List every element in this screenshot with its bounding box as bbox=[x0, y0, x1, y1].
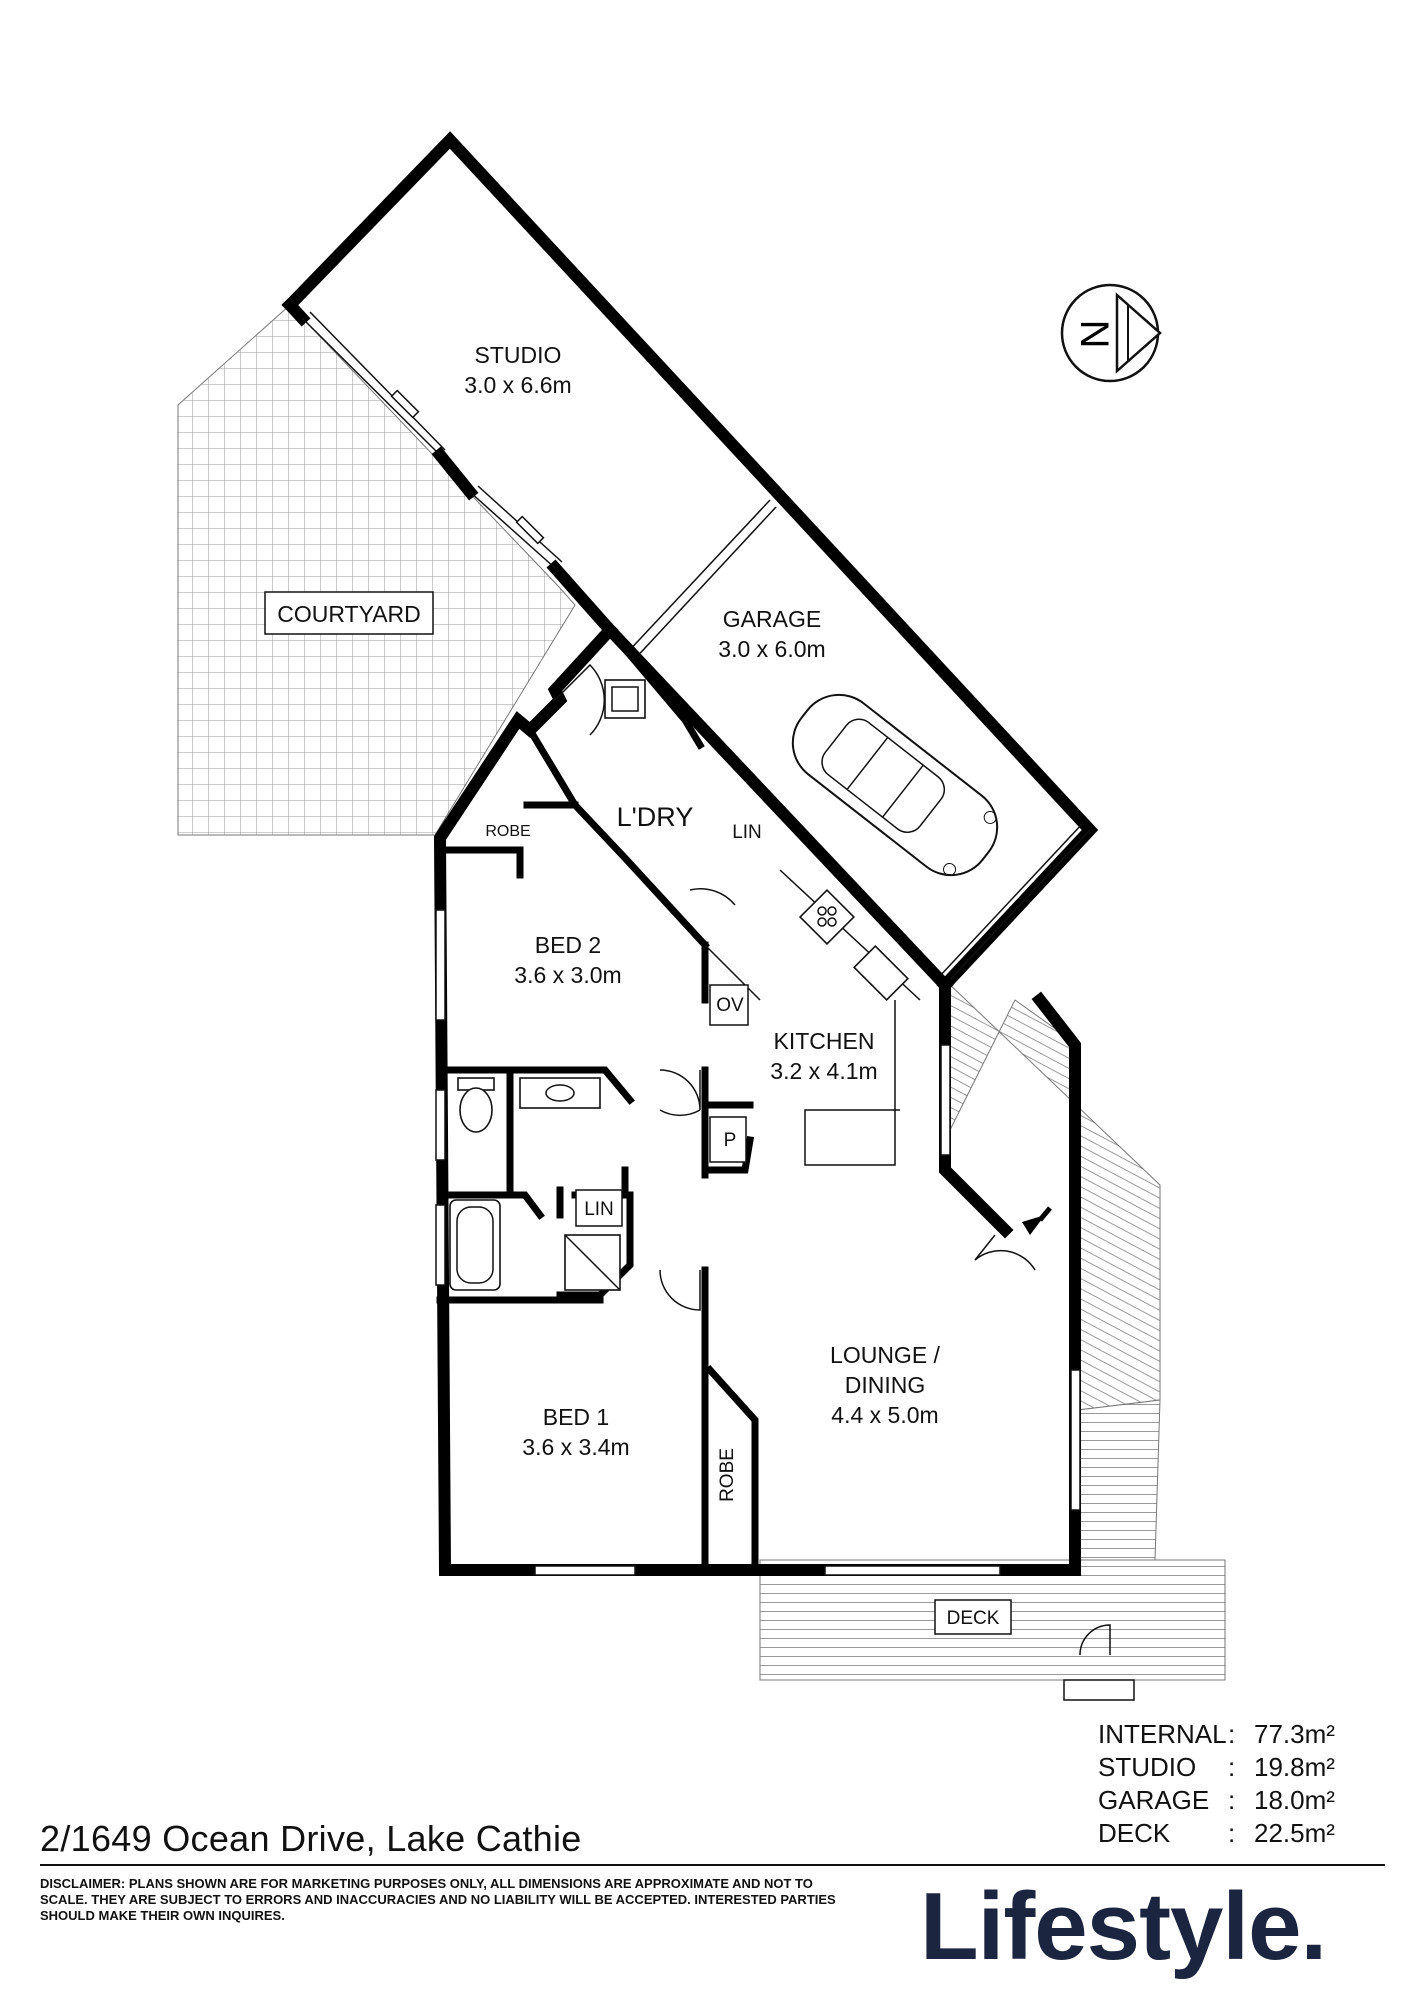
bed2-label: BED 2 bbox=[535, 932, 601, 958]
lounge-label-line1: LOUNGE / bbox=[830, 1342, 941, 1368]
courtyard-label: COURTYARD bbox=[277, 601, 421, 627]
area-name: DECK bbox=[1098, 1818, 1171, 1848]
toilet-bowl bbox=[459, 1087, 493, 1133]
bed2-window bbox=[435, 909, 446, 1021]
garage-door-line bbox=[624, 499, 771, 656]
oven-box bbox=[709, 984, 749, 1026]
pantry-box bbox=[709, 1116, 747, 1163]
laundry-tub bbox=[604, 679, 646, 719]
kitchen-side-window bbox=[940, 1044, 951, 1156]
disclaimer-text: DISCLAIMER: PLANS SHOWN ARE FOR MARKETIN… bbox=[40, 1876, 836, 1923]
area-summary-table: INTERNAL : 77.3m² STUDIO : 19.8m² GARAGE… bbox=[1098, 1718, 1368, 1850]
bed2-wall bbox=[436, 1066, 635, 1105]
bed2-size: 3.6 x 3.0m bbox=[514, 962, 621, 988]
bath-window bbox=[435, 1089, 446, 1161]
garage-label: GARAGE bbox=[723, 606, 821, 632]
cooktop bbox=[798, 888, 856, 946]
area-row: INTERNAL : 77.3m² bbox=[1098, 1718, 1368, 1751]
bed2-robe-label: ROBE bbox=[485, 823, 530, 840]
area-name: INTERNAL bbox=[1098, 1719, 1227, 1749]
studio-courtyard-wall-2 bbox=[431, 446, 479, 501]
divider bbox=[40, 1864, 1385, 1866]
garage-size: 3.0 x 6.0m bbox=[718, 636, 825, 662]
bed1-label: BED 1 bbox=[543, 1404, 609, 1430]
bathtub bbox=[449, 1199, 501, 1291]
compass-letter: N bbox=[1074, 320, 1118, 349]
oven-label: OV bbox=[716, 995, 744, 1016]
area-name: GARAGE bbox=[1098, 1785, 1210, 1815]
area-row: GARAGE : 18.0m² bbox=[1098, 1784, 1368, 1817]
studio-courtyard-wall-3 bbox=[546, 559, 619, 639]
brand-logo: Lifestyle. bbox=[920, 1873, 1327, 1980]
laundry-label: L'DRY bbox=[617, 802, 694, 832]
bed1-size: 3.6 x 3.4m bbox=[522, 1434, 629, 1460]
bath-window-2 bbox=[435, 1204, 446, 1286]
hall-lin-label: LIN bbox=[584, 1199, 614, 1220]
north-compass-icon: N bbox=[1060, 283, 1162, 383]
kitchen-sink bbox=[852, 944, 910, 1002]
car-icon bbox=[791, 693, 999, 877]
bed2-door bbox=[659, 1069, 701, 1111]
lounge-side-window bbox=[1070, 1369, 1081, 1511]
lounge-window bbox=[824, 1565, 1001, 1576]
front-door bbox=[974, 1234, 1036, 1271]
area-value: 77.3m² bbox=[1254, 1719, 1335, 1749]
bed1-robe-label: ROBE bbox=[717, 1448, 738, 1502]
area-row: STUDIO : 19.8m² bbox=[1098, 1751, 1368, 1784]
kitchen-size: 3.2 x 4.1m bbox=[770, 1058, 877, 1084]
lounge-label-line2: DINING bbox=[845, 1372, 926, 1398]
lounge-size: 4.4 x 5.0m bbox=[831, 1402, 938, 1428]
laundry-door bbox=[689, 888, 736, 906]
deck-label-box bbox=[934, 1599, 1012, 1635]
studio-courtyard-wall bbox=[281, 296, 311, 327]
deck-door bbox=[1079, 1624, 1111, 1656]
property-address: 2/1649 Ocean Drive, Lake Cathie bbox=[40, 1818, 582, 1859]
entry-arrow bbox=[1022, 1215, 1045, 1235]
area-name: STUDIO bbox=[1098, 1752, 1197, 1782]
courtyard-label-box bbox=[264, 591, 434, 635]
kitchen-bench bbox=[804, 1000, 900, 1166]
hall-lin-box bbox=[575, 1189, 623, 1227]
kitchen-label: KITCHEN bbox=[774, 1028, 875, 1054]
deck-label: DECK bbox=[947, 1608, 1000, 1629]
area-value: 19.8m² bbox=[1254, 1752, 1335, 1782]
studio-window-pane bbox=[309, 311, 446, 451]
studio-size: 3.0 x 6.6m bbox=[464, 372, 571, 398]
studio-label: STUDIO bbox=[475, 342, 562, 368]
bed1-door bbox=[659, 1269, 701, 1311]
pantry-label: P bbox=[724, 1130, 737, 1151]
bed1-window bbox=[534, 1565, 636, 1576]
front-deck-area bbox=[759, 1399, 1226, 1701]
area-value: 22.5m² bbox=[1254, 1818, 1335, 1848]
area-row: DECK : 22.5m² bbox=[1098, 1817, 1368, 1850]
studio-window bbox=[301, 317, 441, 456]
vanity bbox=[519, 1077, 601, 1109]
garage-roller-door bbox=[944, 829, 1091, 986]
laundry-external-door bbox=[554, 663, 606, 736]
laundry-lin-label: LIN bbox=[732, 822, 762, 843]
deck-step bbox=[1063, 1679, 1135, 1701]
area-value: 18.0m² bbox=[1254, 1785, 1335, 1815]
laundry-wall bbox=[525, 725, 710, 950]
